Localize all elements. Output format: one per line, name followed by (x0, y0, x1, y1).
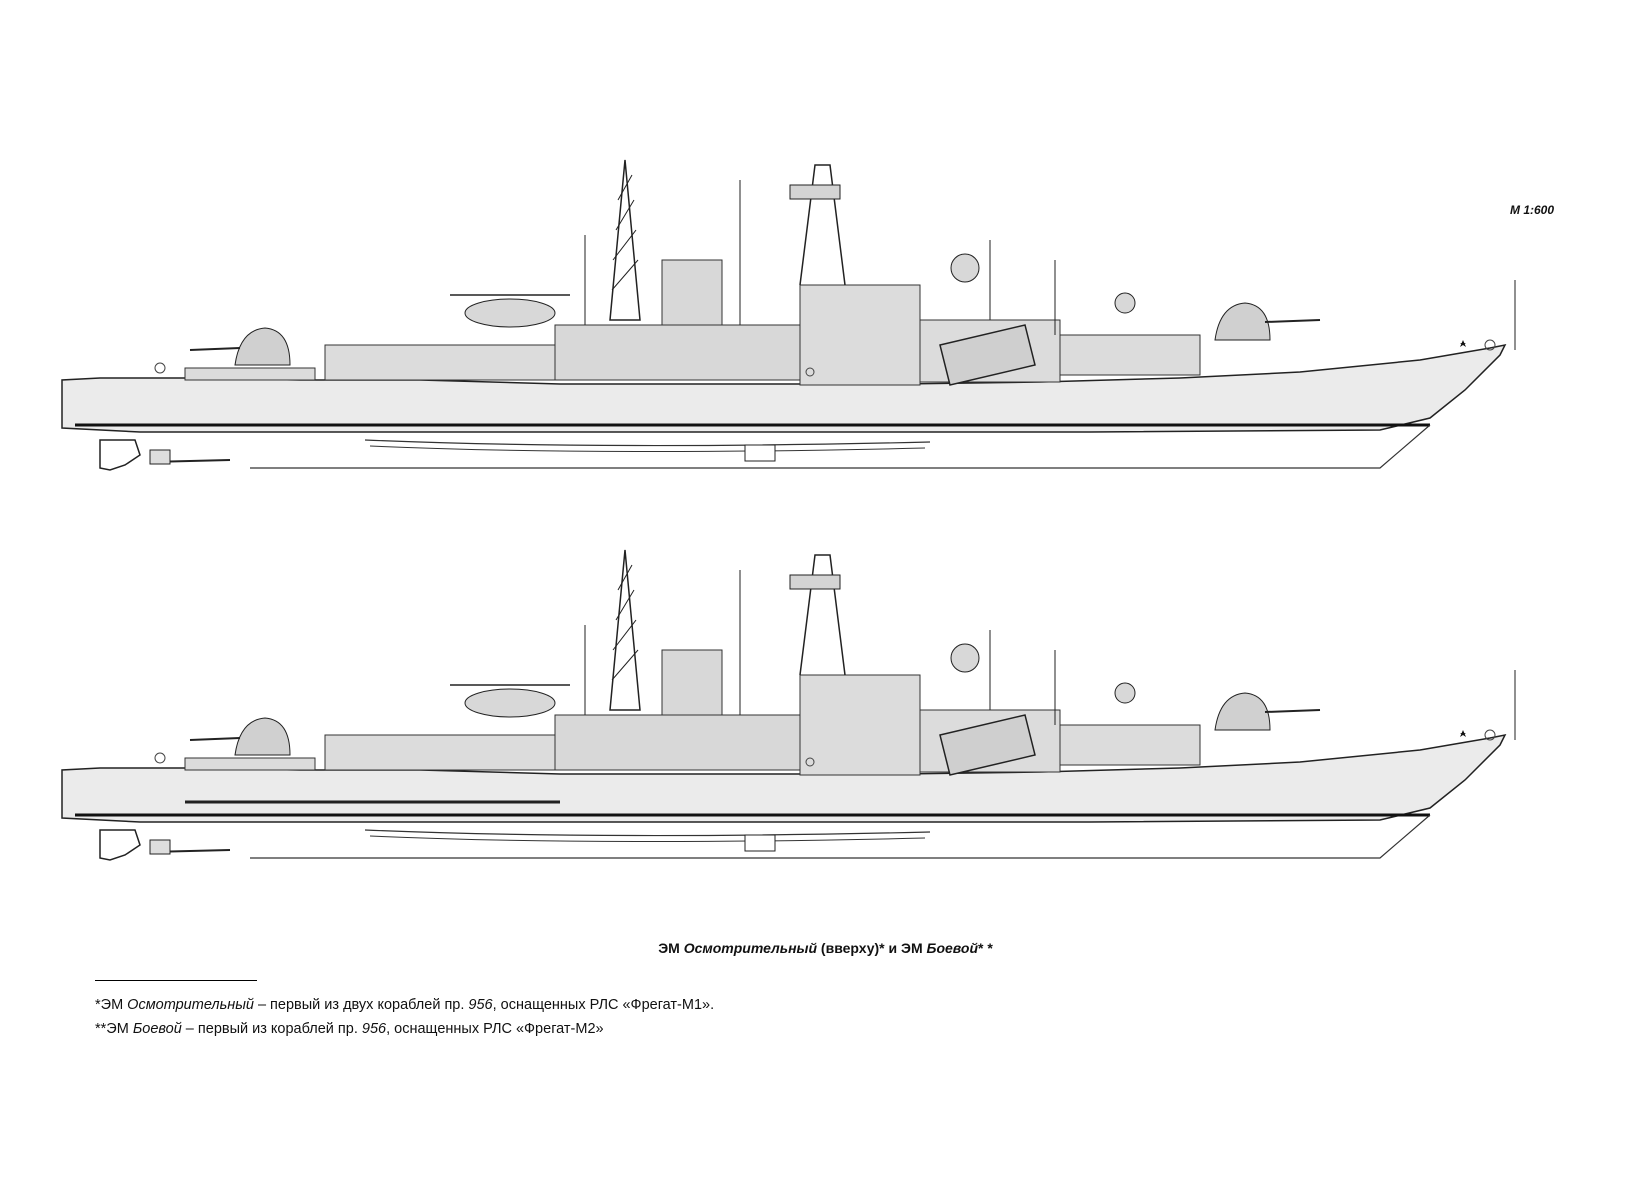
caption-middle: (вверху)* и ЭМ (817, 940, 927, 956)
caption-ship2: Боевой (926, 940, 978, 956)
footnote-1-mark: *ЭМ (95, 997, 128, 1013)
footnote-2-mark: **ЭМ (95, 1021, 133, 1037)
footnote-divider (95, 980, 257, 981)
footnote-2-project: 956 (361, 1021, 387, 1037)
caption-suffix: * * (978, 940, 993, 956)
footnote-1-ship: Осмотрительный (127, 997, 254, 1013)
footnote-1-text2: , оснащенных РЛС «Фрегат-М1». (492, 997, 715, 1013)
footnote-2-text2: , оснащенных РЛС «Фрегат-М2» (386, 1021, 604, 1037)
figure-caption: ЭМ Осмотрительный (вверху)* и ЭМ Боевой*… (0, 940, 1651, 956)
caption-ship1: Осмотрительный (683, 940, 818, 956)
footnote-1-text1: – первый из двух кораблей пр. (253, 997, 469, 1013)
footnote-1-project: 956 (468, 997, 493, 1013)
caption-prefix: ЭМ (658, 940, 684, 956)
scale-label: М 1:600 (1510, 203, 1555, 217)
ship-profile-osmotritelny (60, 158, 1517, 472)
footnote-2-text1: – первый из кораблей пр. (181, 1021, 362, 1037)
footnote-1: *ЭМ Осмотрительный – первый из двух кора… (95, 997, 714, 1013)
footnote-2-ship: Боевой (132, 1021, 182, 1037)
footnote-2: **ЭМ Боевой – первый из кораблей пр. 956… (95, 1021, 604, 1037)
ship-profile-boevoy (60, 548, 1517, 862)
